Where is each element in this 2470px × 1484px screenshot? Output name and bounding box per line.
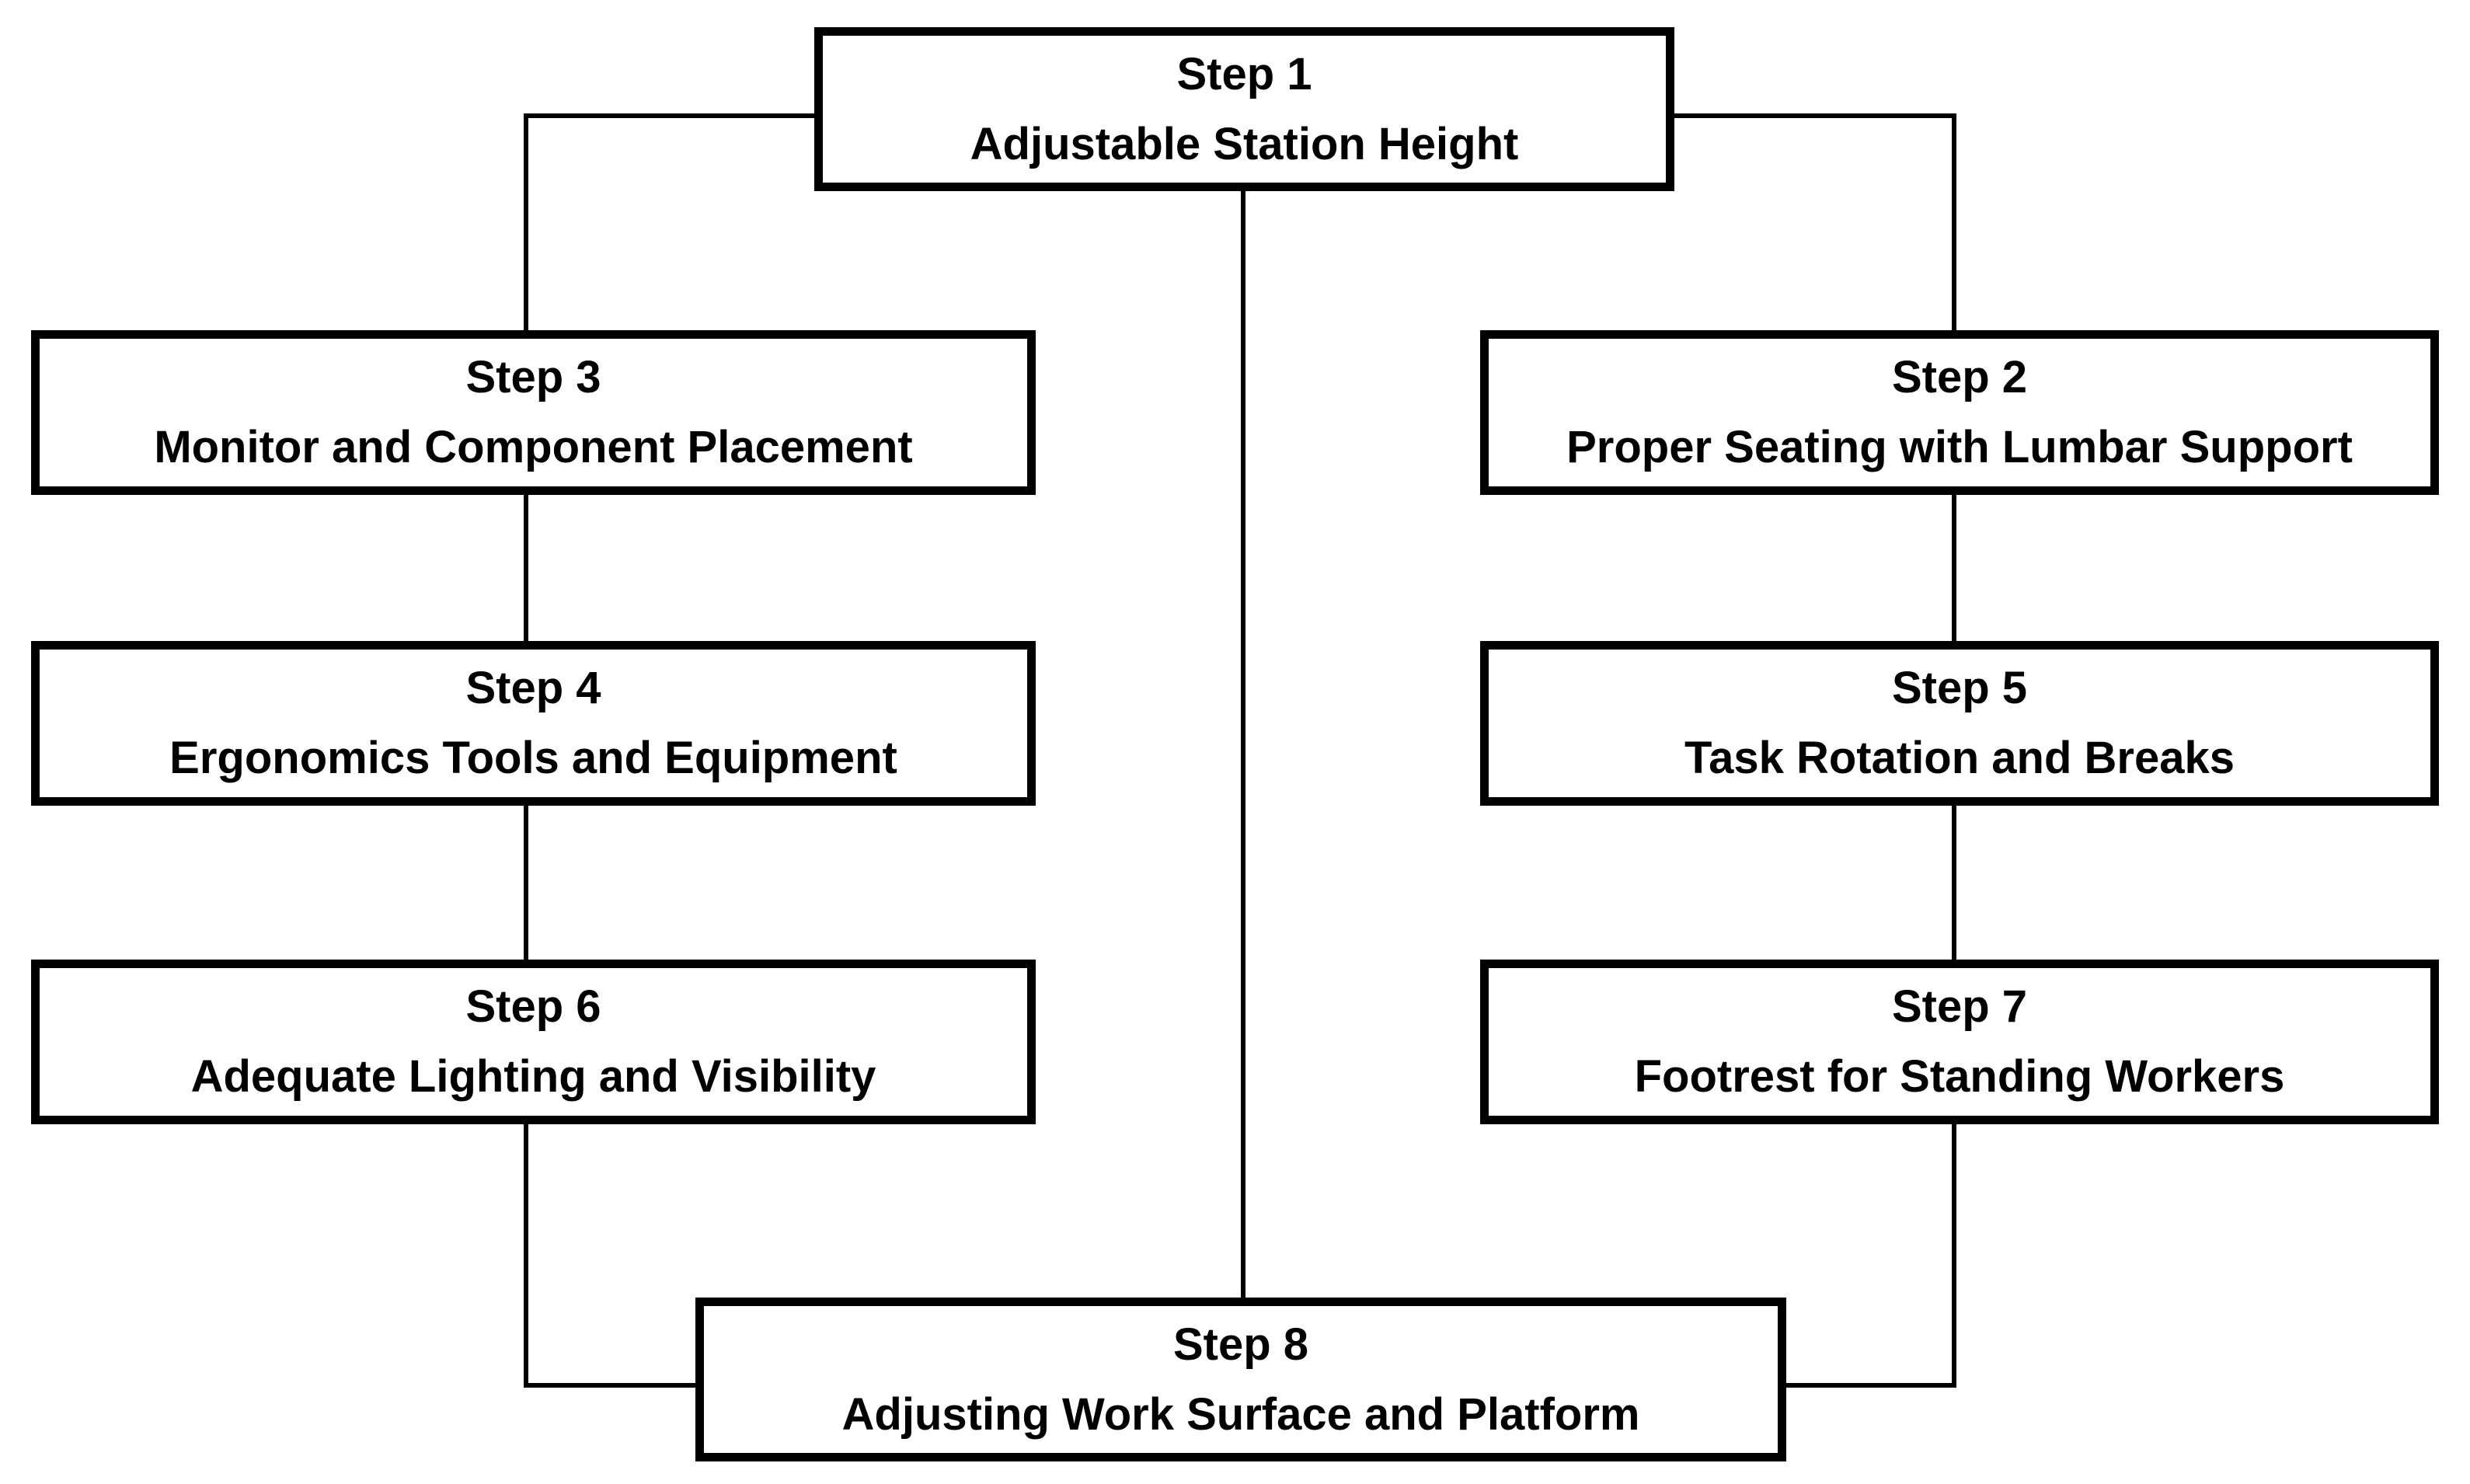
flow-node-step-1: Step 1 Adjustable Station Height — [814, 27, 1674, 191]
flow-node-step-4: Step 4 Ergonomics Tools and Equipment — [31, 641, 1036, 806]
edge-step6-step8-vertical — [524, 1124, 528, 1388]
edge-step3-step4-vertical — [524, 495, 528, 641]
flow-node-step-5: Step 5 Task Rotation and Breaks — [1480, 641, 2439, 806]
node-title: Proper Seating with Lumbar Support — [1566, 422, 2353, 472]
node-step-label: Step 3 — [465, 352, 601, 403]
flow-node-step-7: Step 7 Footrest for Standing Workers — [1480, 960, 2439, 1124]
edge-step1-step3-vertical — [524, 113, 528, 330]
edge-step1-step8-vertical — [1241, 191, 1245, 1298]
edge-step1-step2-horizontal — [1674, 113, 1956, 118]
node-title: Footrest for Standing Workers — [1634, 1051, 2285, 1102]
edge-step5-step7-vertical — [1952, 806, 1956, 960]
edge-step4-step6-vertical — [524, 806, 528, 960]
node-step-label: Step 8 — [1172, 1319, 1309, 1370]
node-title: Ergonomics Tools and Equipment — [169, 733, 897, 783]
node-step-label: Step 2 — [1891, 352, 2028, 403]
node-title: Adjustable Station Height — [970, 118, 1519, 169]
node-title: Monitor and Component Placement — [154, 422, 913, 472]
flow-node-step-8: Step 8 Adjusting Work Surface and Platfo… — [695, 1298, 1786, 1461]
node-step-label: Step 5 — [1891, 663, 2028, 714]
edge-step2-step5-vertical — [1952, 495, 1956, 641]
edge-step6-step8-horizontal — [524, 1383, 695, 1388]
edge-step1-step3-horizontal — [524, 113, 814, 118]
node-step-label: Step 6 — [465, 981, 601, 1033]
edge-step1-step2-vertical — [1952, 113, 1956, 330]
flow-node-step-6: Step 6 Adequate Lighting and Visibility — [31, 960, 1036, 1124]
node-title: Adjusting Work Surface and Platform — [841, 1388, 1640, 1440]
node-title: Task Rotation and Breaks — [1684, 733, 2235, 783]
flow-node-step-2: Step 2 Proper Seating with Lumbar Suppor… — [1480, 330, 2439, 495]
node-step-label: Step 7 — [1891, 981, 2028, 1033]
edge-step7-step8-horizontal — [1786, 1383, 1956, 1388]
node-step-label: Step 1 — [1176, 48, 1312, 99]
flow-node-step-3: Step 3 Monitor and Component Placement — [31, 330, 1036, 495]
node-title: Adequate Lighting and Visibility — [190, 1051, 876, 1102]
edge-step7-step8-vertical — [1952, 1124, 1956, 1388]
node-step-label: Step 4 — [465, 663, 601, 714]
